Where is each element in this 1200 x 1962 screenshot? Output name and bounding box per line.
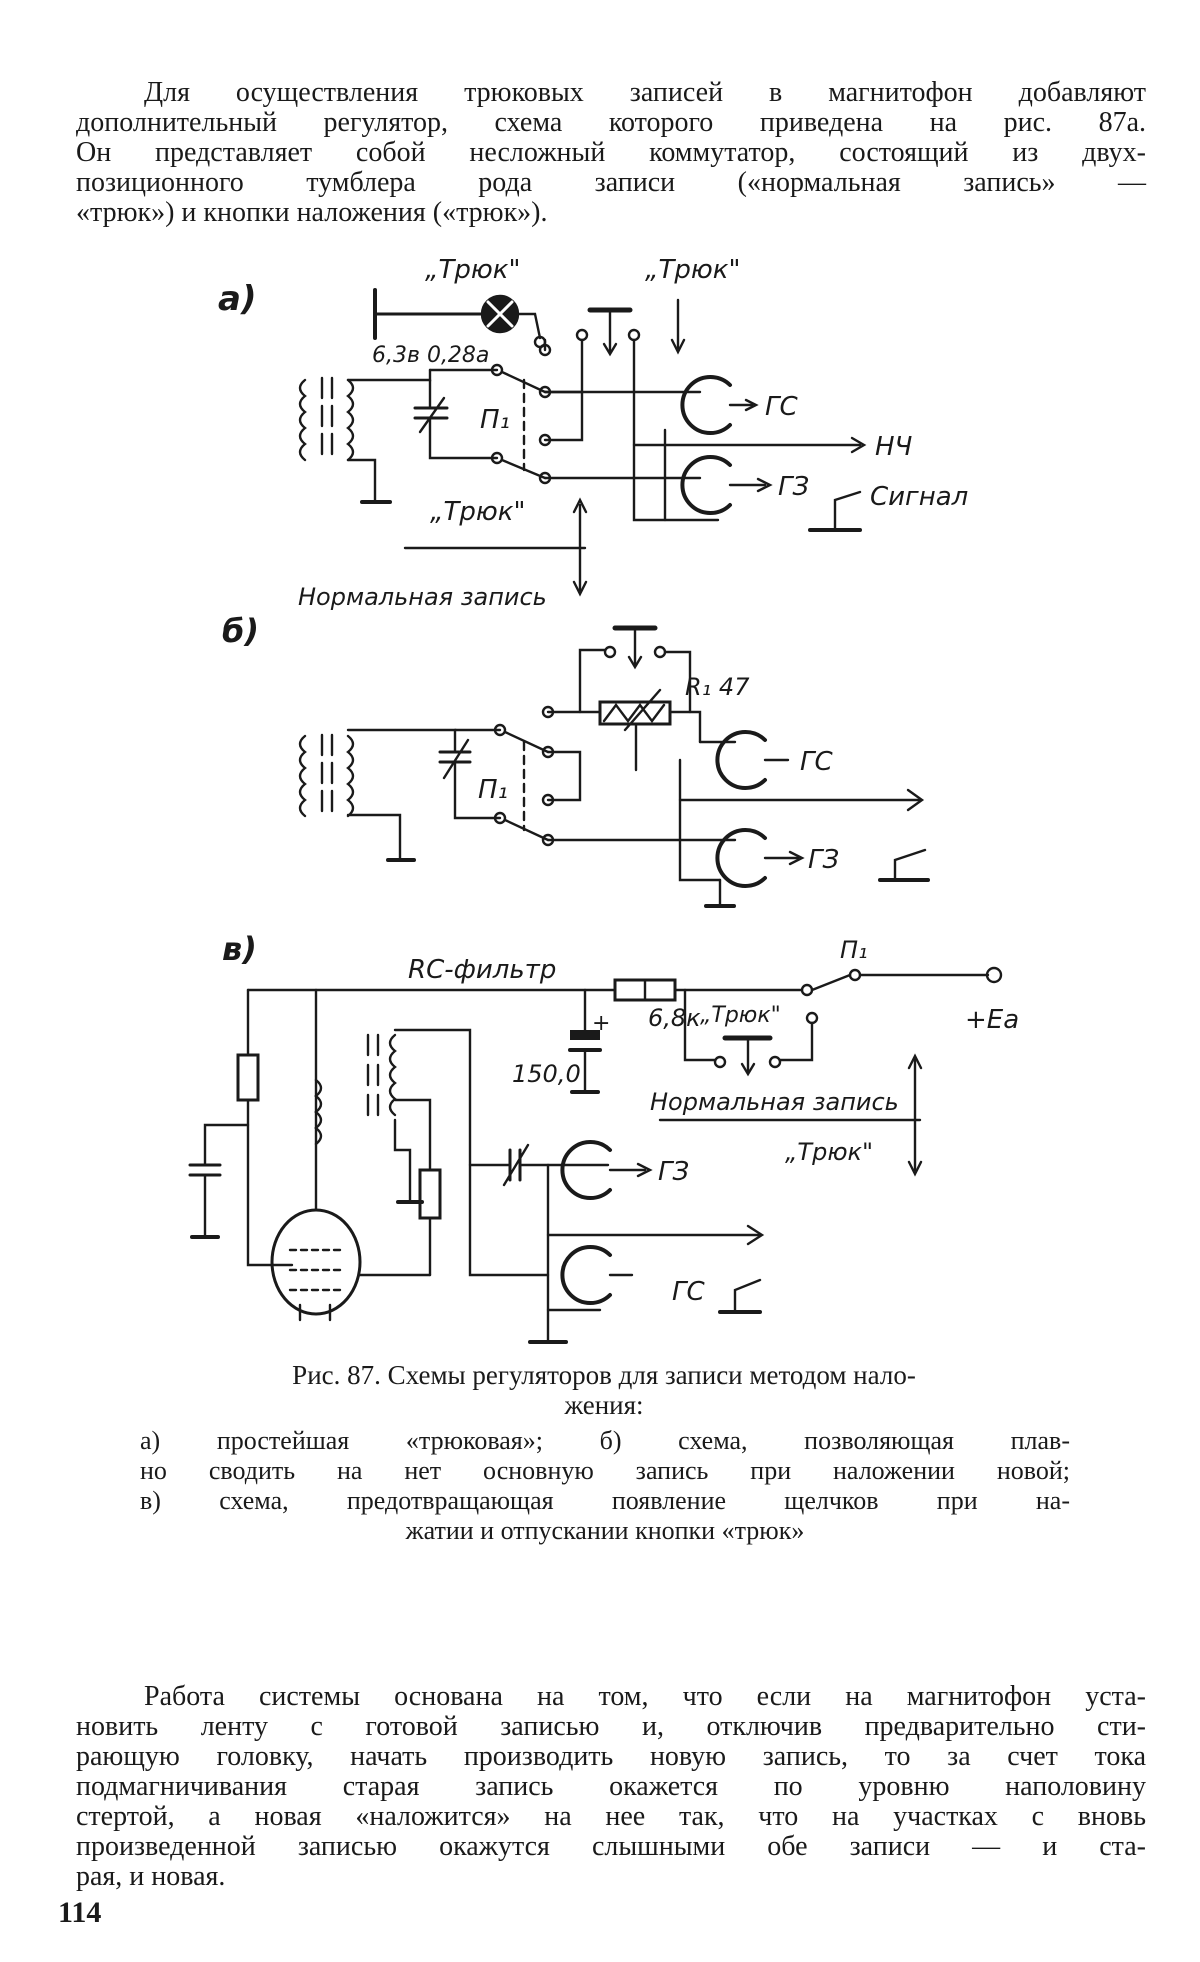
resistor-value-label: 6,8к <box>648 1004 701 1032</box>
playback-head-symbol <box>682 377 730 433</box>
switch-p1-label: П₁ <box>840 936 868 964</box>
diagram-b: б) П₁ <box>222 612 928 906</box>
vacuum-tube <box>272 1210 360 1314</box>
playback-head-label: ГС <box>765 392 798 422</box>
rc-filter-label: RC-фильтр <box>408 955 556 985</box>
switch-p1-label: П₁ <box>478 775 508 805</box>
capacitor-value-label: 150,0 <box>512 1060 581 1088</box>
trick-position-label: „Трюк" <box>430 497 525 527</box>
playback-head-label: ГС <box>672 1277 705 1307</box>
trick-position-label: „Трюк" <box>785 1138 873 1166</box>
diagram-a-letter: а) <box>218 279 256 319</box>
circuit-diagrams: а) <box>0 0 1200 1360</box>
trick-button-label: „Трюк" <box>645 255 740 285</box>
record-head-label: ГЗ <box>658 1157 689 1187</box>
transformer-secondary <box>348 736 353 816</box>
transformer-secondary <box>348 380 353 460</box>
diagram-a: а) <box>218 255 968 611</box>
playback-head-symbol <box>562 1247 610 1303</box>
diagram-c-letter: в) <box>222 930 257 968</box>
playback-head-symbol <box>717 732 765 788</box>
trick-contact-label: „Трюк" <box>700 1003 781 1028</box>
text-line: произведенной записью окажутся слышными … <box>76 1832 1146 1862</box>
signal-label: Сигнал <box>870 482 968 512</box>
record-head-symbol <box>562 1142 610 1198</box>
normal-position-label: Нормальная запись <box>650 1088 899 1116</box>
caption-line: жатии и отпускании кнопки «трюк» <box>140 1516 1070 1546</box>
lf-output-label: НЧ <box>875 432 913 462</box>
caption-title-line: жения: <box>148 1390 1060 1420</box>
figure-caption-title: Рис. 87. Схемы регуляторов для записи ме… <box>148 1360 1060 1420</box>
capacitor-plus-label: + <box>592 1011 610 1036</box>
caption-line: но сводить на нет основную запись при на… <box>140 1456 1070 1486</box>
transformer-primary <box>300 736 305 816</box>
caption-title-line: Рис. 87. Схемы регуляторов для записи ме… <box>148 1360 1060 1390</box>
playback-head-label: ГС <box>800 747 833 777</box>
text-line: новить ленту с готовой записью и, отключ… <box>76 1712 1146 1742</box>
page-number: 114 <box>58 1896 101 1930</box>
text-line: рая, и новая. <box>76 1862 1146 1892</box>
text-line: стертой, а новая «наложится» на нее так,… <box>76 1802 1146 1832</box>
diagram-b-letter: б) <box>222 612 259 650</box>
caption-line: а) простейшая «трюковая»; б) схема, позв… <box>140 1426 1070 1456</box>
record-head-label: ГЗ <box>778 472 809 502</box>
supply-label: +Eа <box>965 1005 1019 1035</box>
trick-lamp-label: „Трюк" <box>425 255 520 285</box>
text-line: подмагничивания старая запись окажется п… <box>76 1772 1146 1802</box>
text-line: рающую головку, начать производить новую… <box>76 1742 1146 1772</box>
resistor-r1-label: R₁ 47 <box>685 673 750 701</box>
caption-line: в) схема, предотвращающая появление щелч… <box>140 1486 1070 1516</box>
body-paragraph: Работа системы основана на том, что если… <box>76 1682 1146 1892</box>
lamp-rating-label: 6,3в 0,28а <box>372 343 489 368</box>
normal-position-label: Нормальная запись <box>298 583 547 611</box>
diagram-c: в) RC-фильтр П₁ +Eа „Трюк" <box>190 930 1019 1342</box>
record-head-symbol <box>717 830 765 886</box>
record-head-label: ГЗ <box>808 845 839 875</box>
record-head-symbol <box>682 457 730 513</box>
text-line: Работа системы основана на том, что если… <box>76 1682 1146 1712</box>
switch-p1-label: П₁ <box>480 405 510 435</box>
figure-caption-body: а) простейшая «трюковая»; б) схема, позв… <box>140 1426 1070 1546</box>
transformer-primary <box>300 380 305 460</box>
